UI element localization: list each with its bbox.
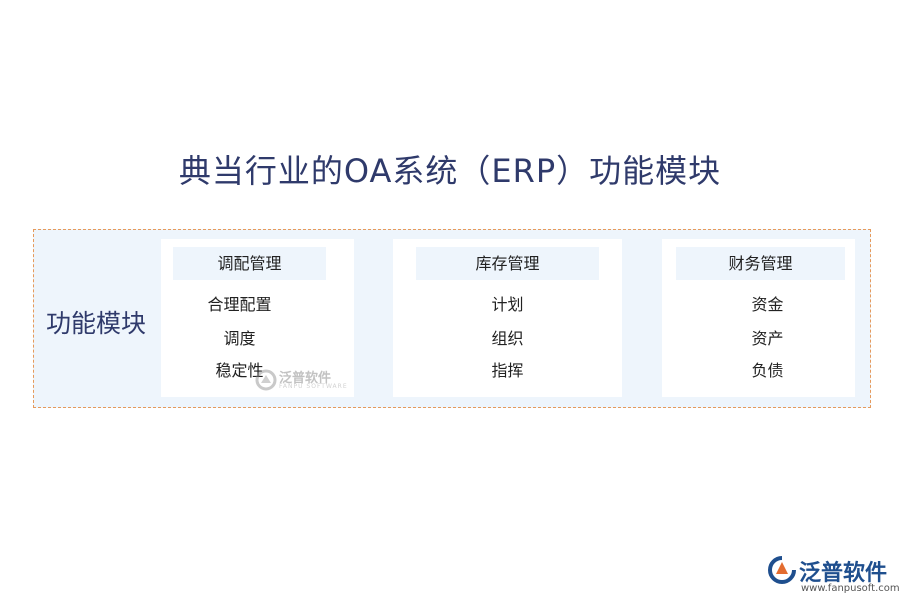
module-3-item-2: 资产 <box>751 329 784 348</box>
module-2-item-1: 计划 <box>491 295 524 314</box>
side-label: 功能模块 <box>46 309 147 338</box>
brand-logo-icon <box>768 556 796 584</box>
module-3-item-3: 负债 <box>751 361 784 380</box>
brand-logo-text: 泛普软件 <box>799 561 888 586</box>
diagram-title: 典当行业的OA系统（ERP）功能模块 <box>178 152 722 190</box>
module-2-item-2: 组织 <box>491 329 524 348</box>
watermark-subtext: FANPU SOFTWARE <box>279 383 348 390</box>
module-1-item-1: 合理配置 <box>207 295 272 314</box>
module-header-1: 调配管理 <box>173 247 326 280</box>
module-3-item-1: 资金 <box>751 295 784 314</box>
module-card-2: 库存管理 计划 组织 指挥 <box>393 239 622 397</box>
brand-logo-url: www.fanpusoft.com <box>801 583 900 594</box>
watermark-logo-icon <box>255 369 277 391</box>
watermark-text: 泛普软件 <box>279 371 332 386</box>
brand-logo: 泛普软件 www.fanpusoft.com <box>768 556 900 596</box>
module-2-item-3: 指挥 <box>491 361 524 380</box>
module-card-3: 财务管理 资金 资产 负债 <box>662 239 855 397</box>
module-card-1: 调配管理 合理配置 调度 稳定性 <box>161 239 354 397</box>
module-1-item-3: 稳定性 <box>215 361 264 380</box>
module-header-2: 库存管理 <box>416 247 599 280</box>
module-header-3: 财务管理 <box>676 247 845 280</box>
module-1-item-2: 调度 <box>223 329 256 348</box>
